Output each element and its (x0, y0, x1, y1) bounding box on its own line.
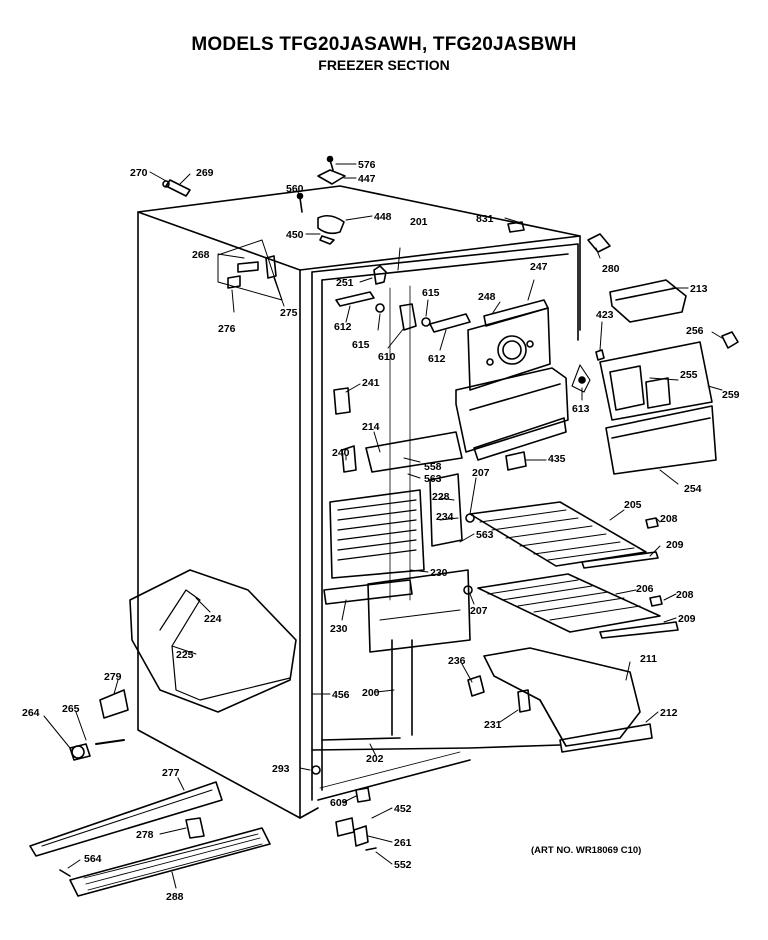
diagram-subtitle: FREEZER SECTION (318, 57, 450, 73)
part-label-207-lower: 207 (470, 605, 488, 617)
part-label-279: 279 (104, 671, 122, 683)
part-label-293: 293 (272, 763, 290, 775)
part-label-240: 240 (332, 447, 350, 459)
part-label-270: 270 (130, 167, 148, 179)
part-label-435: 435 (548, 453, 566, 465)
side-mount-hardware (217, 239, 283, 301)
air-duct-panel (129, 569, 297, 713)
part-label-236: 236 (448, 655, 466, 667)
part-number-labels: 270 269 576 447 560 448 450 831 201 280 … (22, 159, 740, 903)
part-label-261: 261 (394, 837, 412, 849)
part-label-269: 269 (196, 167, 214, 179)
part-label-563-upper: 563 (424, 473, 442, 485)
part-label-615-lower: 615 (352, 339, 370, 351)
part-label-560: 560 (286, 183, 304, 195)
wire-shelves (463, 501, 679, 639)
part-label-576: 576 (358, 159, 376, 171)
part-label-613: 613 (572, 403, 590, 415)
part-label-277: 277 (162, 767, 180, 779)
cabinet-shell (137, 185, 581, 819)
part-label-563-lower: 563 (476, 529, 494, 541)
part-label-248: 248 (478, 291, 496, 303)
freezer-bin (467, 647, 653, 753)
part-label-234: 234 (436, 511, 454, 523)
leader-lines (43, 163, 723, 889)
part-label-254: 254 (684, 483, 702, 495)
part-label-615-upper: 615 (422, 287, 440, 299)
part-label-213: 213 (690, 283, 708, 295)
part-label-288: 288 (166, 891, 184, 903)
top-hinge-parts (162, 155, 525, 245)
part-label-208-upper: 208 (660, 513, 678, 525)
part-label-558: 558 (424, 461, 442, 473)
part-label-275: 275 (280, 307, 298, 319)
part-label-609: 609 (330, 797, 348, 809)
part-label-265: 265 (62, 703, 80, 715)
part-label-264: 264 (22, 707, 40, 719)
part-label-280: 280 (602, 263, 620, 275)
part-label-208-lower: 208 (676, 589, 694, 601)
part-label-206: 206 (636, 583, 654, 595)
part-label-256: 256 (686, 325, 704, 337)
part-label-214: 214 (362, 421, 380, 433)
part-label-200: 200 (362, 687, 380, 699)
part-label-224: 224 (204, 613, 222, 625)
upper-liner-components (335, 265, 591, 461)
part-label-209-lower: 209 (678, 613, 696, 625)
part-label-225: 225 (176, 649, 194, 661)
part-label-450: 450 (286, 229, 304, 241)
part-label-228: 228 (432, 491, 450, 503)
part-label-831: 831 (476, 213, 494, 225)
part-label-564: 564 (84, 853, 102, 865)
part-label-612-right: 612 (428, 353, 446, 365)
ice-maker-assembly (587, 233, 739, 475)
lower-parts (29, 689, 377, 897)
part-label-452: 452 (394, 803, 412, 815)
part-label-268: 268 (192, 249, 210, 261)
part-label-202: 202 (366, 753, 384, 765)
part-label-276: 276 (218, 323, 236, 335)
part-label-423: 423 (596, 309, 614, 321)
diagram-title: MODELS TFG20JASAWH, TFG20JASBWH (191, 34, 577, 55)
part-label-610: 610 (378, 351, 396, 363)
part-label-612-left: 612 (334, 321, 352, 333)
part-label-201: 201 (410, 216, 428, 228)
part-label-211: 211 (640, 653, 657, 665)
part-label-205: 205 (624, 499, 642, 511)
part-label-230-left: 230 (330, 623, 348, 635)
part-label-231: 231 (484, 719, 502, 731)
part-label-278: 278 (136, 829, 154, 841)
part-label-207-upper: 207 (472, 467, 490, 479)
part-label-247: 247 (530, 261, 548, 273)
part-label-251: 251 (336, 277, 354, 289)
part-label-209-upper: 209 (666, 539, 684, 551)
part-label-552: 552 (394, 859, 412, 871)
part-label-447: 447 (358, 173, 376, 185)
part-label-448: 448 (374, 211, 392, 223)
part-label-230-right: 230 (430, 567, 448, 579)
part-label-212: 212 (660, 707, 678, 719)
part-label-259: 259 (722, 389, 740, 401)
part-label-241: 241 (362, 377, 380, 389)
part-label-255: 255 (680, 369, 698, 381)
evaporator-assembly (323, 387, 527, 653)
art-number: (ART NO. WR18069 C10) (531, 845, 642, 856)
part-label-456: 456 (332, 689, 350, 701)
